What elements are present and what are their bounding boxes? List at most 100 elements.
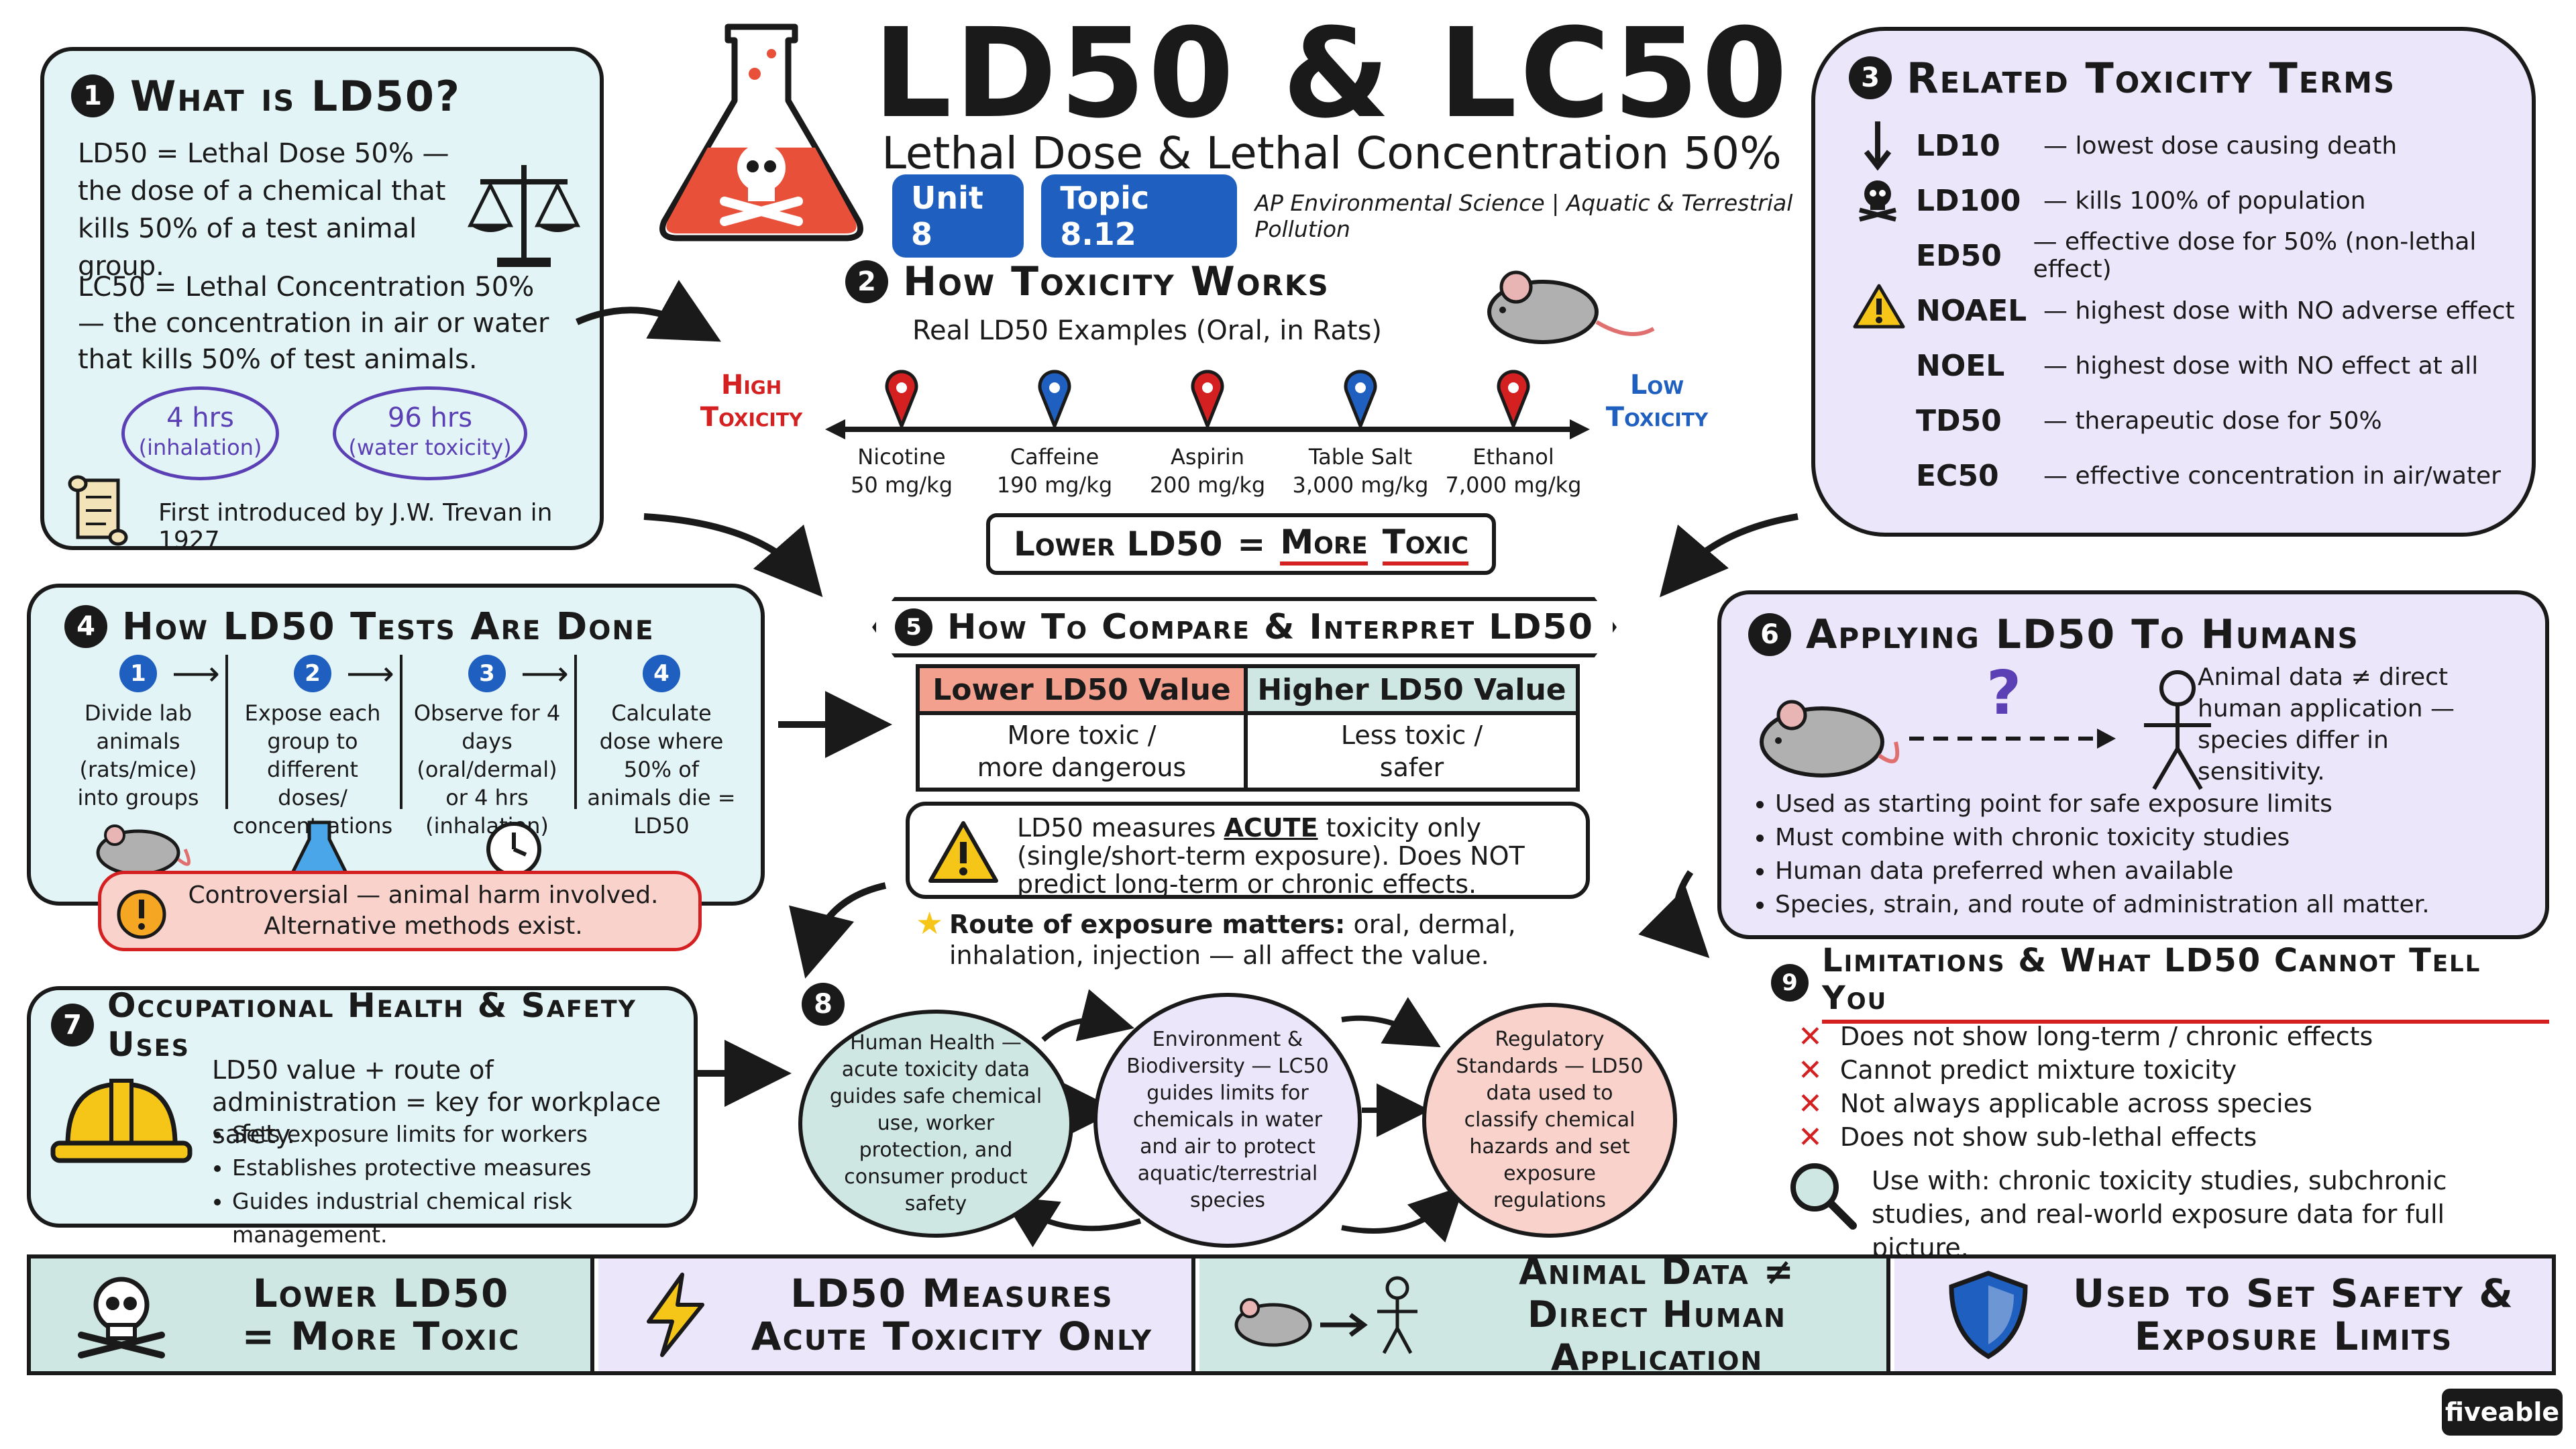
- step-number: 3: [468, 655, 506, 692]
- list-item: Sets exposure limits for workers: [232, 1118, 695, 1151]
- term-description: — effective concentration in air/water: [2043, 462, 2501, 490]
- location-pin-icon: [885, 370, 918, 431]
- controversy-warning: Controversial — animal harm involved.Alt…: [98, 871, 702, 951]
- compare-table: Lower LD50 Value Higher LD50 Value More …: [916, 664, 1580, 792]
- arrow-right-icon: ⟶: [521, 654, 569, 693]
- skull-crossbones-icon: [78, 1277, 165, 1358]
- section-compare-interpret: 5 How To Compare & Interpret LD50 Lower …: [865, 597, 1623, 1000]
- rat-to-person-icon: [1234, 1276, 1417, 1354]
- section-title: How LD50 Tests Are Done: [122, 604, 655, 649]
- lightning-icon: [647, 1273, 704, 1357]
- section-number: 5: [895, 608, 933, 646]
- term-row: LD10 — lowest dose causing death: [1916, 118, 2520, 173]
- question-mark: ?: [1986, 658, 2022, 729]
- term-description: — highest dose with NO adverse effect: [2043, 297, 2515, 325]
- environment-card: Environment & Biodiversity — LC50 guides…: [1093, 993, 1362, 1248]
- ld50-definition: LD50 = Lethal Dose 50% — the dose of a c…: [78, 138, 449, 282]
- section-title: Limitations & What LD50 Cannot Tell You: [1822, 942, 2549, 1024]
- higher-ld50-header: Higher LD50 Value: [1248, 668, 1576, 715]
- section-number: 7: [51, 1004, 94, 1046]
- term-name: ED50: [1916, 238, 2002, 273]
- warning-icon: [1853, 284, 1905, 329]
- section-title: Applying LD50 To Humans: [1806, 611, 2359, 658]
- alert-icon: [117, 890, 166, 939]
- list-item: Must combine with chronic toxicity studi…: [1775, 821, 2540, 855]
- rat-to-human-illustration: [1760, 670, 2211, 790]
- higher-ld50-meaning: Less toxic / safer: [1340, 720, 1483, 782]
- term-row: EC50— effective concentration in air/wat…: [1916, 448, 2520, 503]
- toxicity-scale: [825, 370, 1590, 439]
- down-arrow-icon: [1864, 121, 1892, 171]
- limitation-item: ✕Cannot predict mixture toxicity: [1798, 1053, 2237, 1087]
- arrow-right-icon: ⟶: [172, 654, 220, 693]
- section-applying-to-humans: 6 Applying LD50 To Humans ? Animal data …: [1717, 590, 2549, 939]
- limitations-list: ✕Does not show long-term / chronic effec…: [1798, 1020, 2536, 1155]
- section-number: 9: [1771, 964, 1809, 1002]
- term-name: TD50: [1916, 403, 2002, 438]
- header-badges: Unit 8 Topic 8.12 AP Environmental Scien…: [892, 174, 1831, 258]
- list-item: Establishes protective measures: [232, 1151, 695, 1185]
- section-title: Occupational Health & Safety Uses: [107, 986, 637, 1064]
- unit-badge: Unit 8: [892, 174, 1024, 258]
- section-title: How To Compare & Interpret LD50: [947, 607, 1594, 647]
- step-number: 4: [643, 655, 680, 692]
- arrow-right-icon: ⟶: [346, 654, 394, 693]
- lower-ld50-header: Lower LD50 Value: [920, 668, 1248, 715]
- water-duration-badge: 96 hrs (water toxicity): [333, 386, 527, 480]
- section-what-is-ld50: 1 What is LD50? LD50 = Lethal Dose 50% —…: [40, 47, 604, 554]
- term-name: NOEL: [1916, 348, 2005, 383]
- course-label: AP Environmental Science | Aquatic & Ter…: [1254, 190, 1793, 242]
- x-mark-icon: ✕: [1798, 1086, 1823, 1121]
- step-number: 2: [294, 655, 331, 692]
- beaker-icon: [289, 820, 350, 875]
- section-how-toxicity-works: 2 How Toxicity Works Real LD50 Examples …: [700, 255, 1708, 575]
- term-name: LD10: [1916, 128, 2000, 163]
- section-number: 6: [1748, 613, 1791, 656]
- step-text: Observe for 4 days (oral/dermal) or 4 hr…: [413, 700, 561, 839]
- term-row: NOEL — highest dose with NO effect at all: [1916, 338, 2520, 393]
- section-number: 4: [64, 605, 107, 648]
- hard-hat-icon: [50, 1079, 193, 1163]
- step-number: 1: [119, 655, 157, 692]
- scroll-icon: [68, 475, 128, 546]
- term-description: — kills 100% of population: [2043, 186, 2366, 215]
- location-pin-icon: [1038, 370, 1071, 431]
- takeaway-safety-limits: Used to Set Safety &Exposure Limits: [1894, 1258, 2552, 1371]
- term-description: — lowest dose causing death: [2043, 131, 2398, 160]
- warning-icon: [928, 821, 998, 883]
- section-ribbon: 5 How To Compare & Interpret LD50: [872, 597, 1617, 657]
- lc50-definition: LC50 = Lethal Concentration 50% — the co…: [78, 272, 549, 375]
- shield-icon: [1949, 1271, 2028, 1360]
- term-row: LD100 — kills 100% of population: [1916, 173, 2520, 228]
- step-text: Divide lab animals (rats/mice) into grou…: [77, 700, 199, 810]
- route-note: ★ Route of exposure matters: oral, derma…: [916, 905, 1516, 970]
- step-text: Expose each group to different doses/ co…: [233, 700, 392, 839]
- human-health-card: Human Health — acute toxicity data guide…: [798, 1010, 1073, 1238]
- list-item: Human data preferred when available: [1775, 855, 2540, 888]
- term-row: ED50— effective dose for 50% (non-lethal…: [1916, 228, 2520, 283]
- section-applications: 8 Human Health — acute toxicity data gui…: [778, 973, 1717, 1261]
- takeaway-animal-data: Animal Data ≠Direct Human Application: [1199, 1250, 1890, 1379]
- inhalation-duration-badge: 4 hrs (inhalation): [121, 386, 279, 480]
- star-icon: ★: [916, 905, 944, 941]
- term-description: — highest dose with NO effect at all: [2043, 352, 2479, 380]
- term-name: LD100: [1916, 183, 2021, 218]
- magnifier-icon: [1790, 1163, 1857, 1230]
- skull-icon: [1859, 180, 1896, 222]
- section-occupational-safety: 7 Occupational Health & Safety Uses LD50…: [27, 986, 698, 1248]
- occupational-lead: LD50 value + route of administration = k…: [212, 1055, 661, 1149]
- occupational-bullets: Sets exposure limits for workersEstablis…: [212, 1118, 695, 1252]
- human-application-bullets: Used as starting point for safe exposure…: [1748, 788, 2540, 922]
